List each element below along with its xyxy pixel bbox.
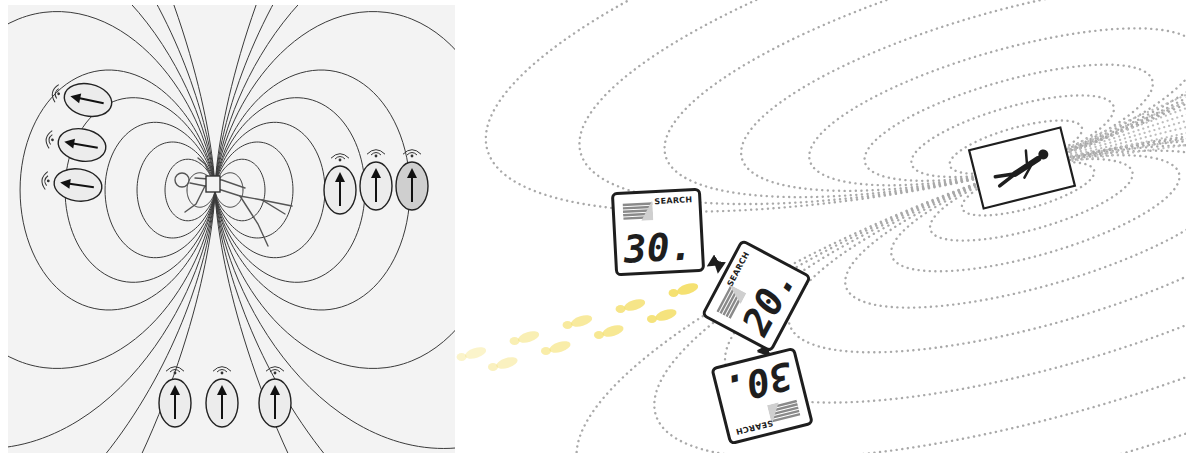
field-line (215, 12, 455, 369)
transceiver-display: SEARCH 30. (710, 347, 813, 446)
transceiver-icon (159, 367, 191, 427)
field-ray (1022, 88, 1186, 168)
left-panel-ground (8, 5, 455, 453)
field-line (8, 12, 215, 369)
footprint (495, 355, 519, 371)
transceiver-icons (40, 77, 428, 427)
buried-person-sketch (175, 158, 292, 246)
footprints (457, 281, 700, 371)
dotted-field-lines (486, 0, 1186, 453)
field-line (577, 124, 1186, 453)
mode-label: SEARCH (654, 195, 692, 206)
field-line (215, 5, 455, 453)
footprint-heel (488, 363, 498, 371)
footprint-heel (647, 315, 657, 323)
field-ray (1022, 62, 1186, 168)
footprint-heel (510, 337, 520, 345)
footprint (601, 323, 625, 339)
field-line (8, 5, 215, 453)
field-line (741, 0, 1186, 191)
transceiver-icon (324, 154, 356, 214)
field-line (215, 70, 410, 310)
distance-readout: 30. (623, 227, 694, 269)
footprint (676, 281, 700, 297)
distance-readout: 20. (736, 262, 802, 340)
transceiver-icon (259, 367, 291, 427)
distance-readout: 30. (720, 356, 796, 409)
transceiver-icon (206, 367, 238, 427)
transceiver-display: SEARCH20. (700, 239, 811, 353)
transceiver-icon (360, 150, 392, 210)
footprint (517, 329, 541, 345)
field-line (215, 142, 293, 238)
field-line (8, 5, 215, 448)
transceiver-icon (396, 150, 428, 210)
field-line (8, 5, 215, 453)
footprint-heel (616, 305, 626, 313)
footprint-heel (594, 331, 604, 339)
mode-label: SEARCH (725, 250, 751, 288)
field-line (486, 0, 1186, 212)
transceiver-icon (49, 77, 115, 121)
field-ray (1022, 71, 1186, 168)
footprint (623, 297, 647, 313)
transceiver-icon (43, 123, 108, 165)
field-line (20, 70, 215, 310)
footprint (464, 345, 488, 361)
signal-bars (622, 200, 653, 222)
footprint-heel (541, 347, 551, 355)
footprint-heel (669, 289, 679, 297)
field-ray (1022, 79, 1186, 168)
footprint (570, 313, 594, 329)
field-line (215, 5, 455, 448)
buried-person-box (969, 128, 1075, 209)
field-line (579, 0, 1186, 204)
transceiver-icon (40, 164, 104, 204)
field-line (215, 5, 455, 453)
footprint-heel (563, 321, 573, 329)
field-line (137, 142, 215, 238)
double-arrow (709, 261, 719, 271)
field-line (845, 151, 1186, 308)
footprint (654, 307, 678, 323)
footprint (548, 339, 572, 355)
footprint-heel (457, 353, 467, 361)
field-line (654, 132, 1186, 453)
field-line (665, 0, 1186, 197)
mode-label: SEARCH (734, 418, 773, 436)
field-lines (8, 5, 455, 453)
transceiver-display: SEARCH 30. (611, 188, 705, 277)
